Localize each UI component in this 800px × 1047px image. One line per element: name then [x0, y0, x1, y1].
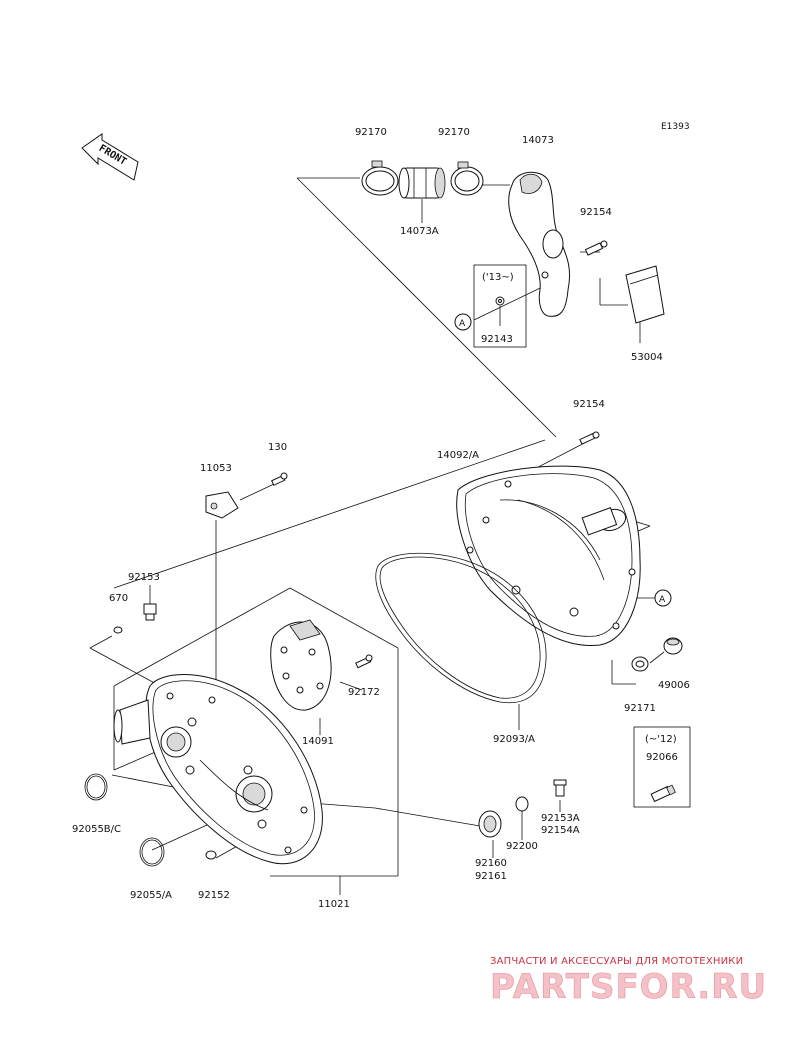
watermark-logo: ЗАПЧАСТИ И АКСЕССУАРЫ ДЛЯ МОТОТЕХНИКИ PA… [490, 956, 767, 1007]
diagram-code: E1393 [661, 122, 690, 132]
callout-a-right-label: A [659, 595, 666, 605]
plate-14091-icon [270, 619, 332, 711]
callout-a-top-label: A [459, 319, 466, 329]
o-ring-92055a-icon [139, 837, 165, 867]
label-92055a: 92055/A [130, 890, 172, 901]
label-49006: 49006 [658, 680, 690, 691]
watermark-tagline: ЗАПЧАСТИ И АКСЕССУАРЫ ДЛЯ МОТОТЕХНИКИ [490, 956, 743, 967]
label-plate-icon [625, 265, 665, 324]
label-92093: 92093/A [493, 734, 535, 745]
label-53004: 53004 [631, 352, 663, 363]
label-92170-left: 92170 [355, 127, 387, 138]
washer-92200-icon [515, 796, 529, 812]
watermark-brand: PARTSFOR.RU [490, 967, 767, 1007]
label-92152: 92152 [198, 890, 230, 901]
cap-49006-icon [663, 637, 683, 655]
label-92066: 92066 [646, 752, 678, 763]
o-ring-92055bc-icon [84, 773, 108, 801]
label-130: 130 [268, 442, 287, 453]
callout-a-top: A [454, 313, 472, 331]
gasket-92093-icon [375, 552, 547, 704]
bolt-92154-top-icon [584, 240, 608, 256]
label-92171: 92171 [624, 703, 656, 714]
label-92160: 92160 [475, 858, 507, 869]
bracket-11053-icon [205, 491, 239, 519]
label-92153: 92153 [128, 572, 160, 583]
callout-a-right: A [654, 589, 672, 607]
clamp-left-icon [361, 160, 399, 196]
label-92154a: 92154A [541, 825, 580, 836]
washer-92152-icon [205, 850, 217, 860]
damper-92171-icon [631, 656, 649, 672]
label-92200: 92200 [506, 841, 538, 852]
coupler-hose-icon [398, 167, 446, 199]
label-92170-right: 92170 [438, 127, 470, 138]
label-670: 670 [109, 593, 128, 604]
outer-cover-icon [456, 465, 641, 647]
clamp-right-icon [450, 161, 484, 196]
bolt-130-icon [271, 472, 288, 486]
label-92172: 92172 [348, 687, 380, 698]
label-14073a: 14073A [400, 226, 439, 237]
bolt-92153a-icon [553, 779, 567, 797]
label-92143: 92143 [481, 334, 513, 345]
label-14073: 14073 [522, 135, 554, 146]
inner-cover-icon [113, 674, 323, 865]
label-11053: 11053 [200, 463, 232, 474]
label-11021: 11021 [318, 899, 350, 910]
grommet-92160-icon [478, 810, 502, 838]
washer-670-icon [113, 626, 123, 634]
label-92161: 92161 [475, 871, 507, 882]
front-arrow-icon: FRONT [81, 133, 139, 181]
label-92055bc: 92055B/C [72, 824, 121, 835]
part-labels: E1393 92170 92170 14073 14073A 92154 ('1… [72, 122, 690, 910]
bolt-92172-icon [355, 654, 373, 669]
label-92153a: 92153A [541, 813, 580, 824]
label-14092: 14092/A [437, 450, 479, 461]
label-year-13: ('13~) [482, 272, 514, 283]
label-92154-top: 92154 [580, 207, 612, 218]
intake-duct-icon [508, 171, 571, 317]
plug-92153-icon [143, 603, 157, 621]
label-14091: 14091 [302, 736, 334, 747]
label-year-12: (~'12) [645, 734, 677, 745]
year-box-13 [473, 264, 527, 348]
label-92154-mid: 92154 [573, 399, 605, 410]
bolt-92154-mid-icon [579, 431, 600, 445]
year-box-12 [633, 726, 691, 808]
